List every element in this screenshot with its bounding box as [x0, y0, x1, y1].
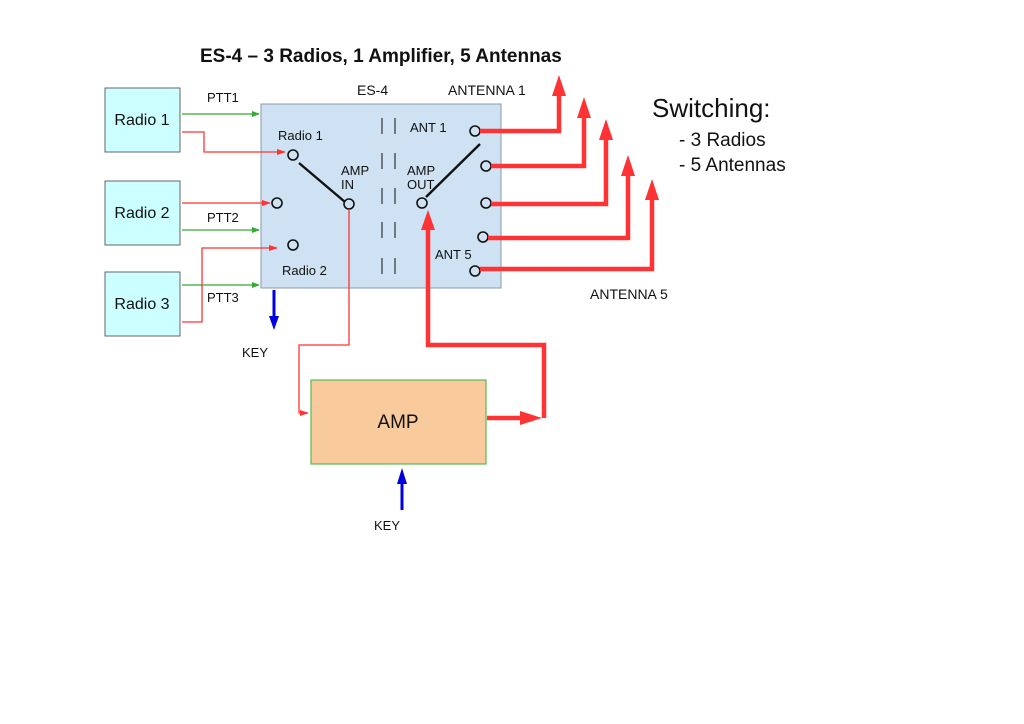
port-label-radio-2: Radio 2 [282, 263, 327, 278]
radio-1-label: Radio 1 [114, 112, 169, 129]
antenna-5-feed [480, 197, 655, 272]
port-amp-out [416, 197, 428, 209]
radio-3-rf-line [182, 245, 278, 323]
radio-2-box [104, 180, 181, 246]
radio-3-label: Radio 3 [114, 296, 169, 313]
switching-item-antennas: - 5 Antennas [679, 155, 786, 176]
amp-box [310, 379, 487, 465]
radio-1-rf-line [182, 131, 286, 155]
radio-1-box [104, 87, 181, 153]
switch-divider [381, 118, 396, 274]
amp-out-port-arrow-icon [421, 210, 435, 230]
input-switch-arm [298, 162, 346, 203]
output-switch-arm [425, 143, 481, 198]
radio-3-box [104, 271, 181, 337]
es4-label: ES-4 [357, 82, 388, 98]
amp-input-line [298, 209, 350, 416]
port-label-amp-in-1: AMP [341, 163, 369, 178]
port-radio-3 [287, 239, 299, 251]
ptt3-label: PTT3 [207, 290, 239, 305]
port-label-amp-in-2: IN [341, 177, 354, 192]
antenna-4-arrow-icon [621, 155, 635, 176]
es4-key-label: KEY [242, 345, 268, 360]
antenna-2-arrow-icon [577, 97, 591, 118]
amp-key-arrow-icon [397, 468, 407, 484]
antenna-3-arrow-icon [599, 119, 613, 140]
port-label-ant-1: ANT 1 [410, 120, 447, 135]
port-label-amp-out-1: AMP [407, 163, 435, 178]
antenna-1-feed [480, 92, 562, 134]
radio-2-label: Radio 2 [114, 205, 169, 222]
antenna-5-arrow-icon [645, 179, 659, 200]
antenna-3-feed [491, 136, 609, 207]
diagram-title: ES-4 – 3 Radios, 1 Amplifier, 5 Antennas [200, 46, 562, 67]
antenna-2-feed [491, 115, 587, 169]
es4-switch-box [260, 103, 502, 289]
switching-item-radios: - 3 Radios [679, 130, 766, 151]
amp-label: AMP [377, 412, 418, 433]
port-radio-2 [271, 197, 283, 209]
amp-output-arrow-icon [520, 411, 542, 425]
port-label-amp-out-2: OUT [407, 177, 435, 192]
port-label-radio-1: Radio 1 [278, 128, 323, 143]
antenna-1-arrow-icon [552, 75, 566, 96]
amp-return-line [425, 226, 547, 418]
amp-key-label: KEY [374, 518, 400, 533]
es4-key-arrow-icon [269, 316, 279, 330]
antenna-1-label: ANTENNA 1 [448, 82, 526, 98]
antenna-5-label: ANTENNA 5 [590, 286, 668, 302]
antenna-4-feed [488, 172, 631, 241]
ptt2-label: PTT2 [207, 210, 239, 225]
port-label-ant-5: ANT 5 [435, 247, 472, 262]
port-radio-1 [287, 149, 299, 161]
ptt1-label: PTT1 [207, 90, 239, 105]
switching-heading: Switching: [652, 93, 771, 123]
